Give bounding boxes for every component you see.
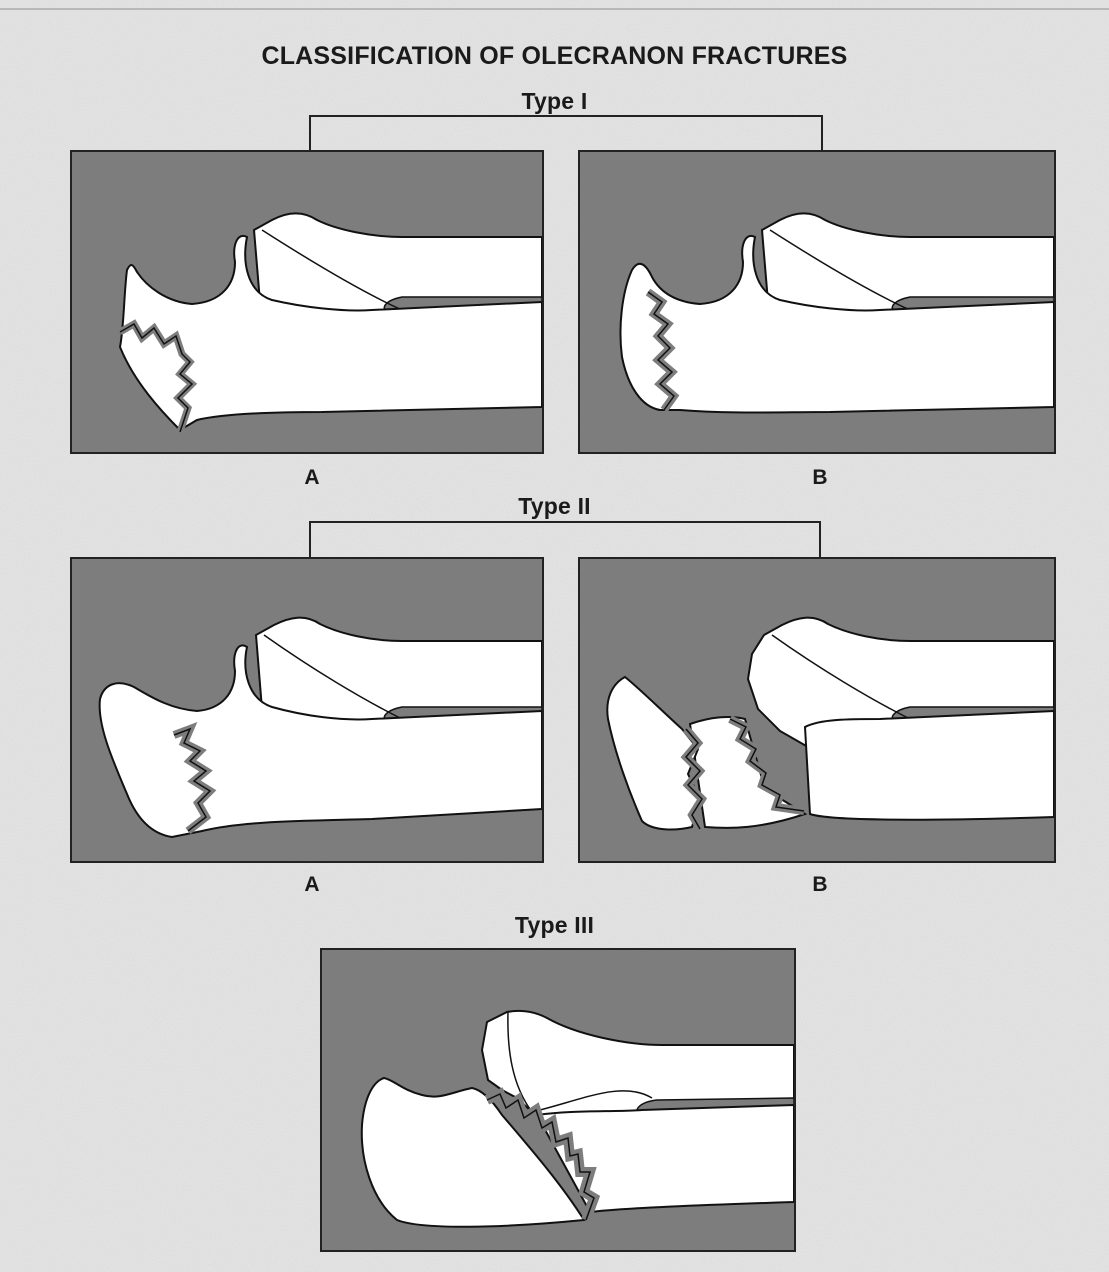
type-1-label: Type I [0,88,1109,115]
panel-type-1a [70,150,544,454]
page-top-rule [0,8,1109,10]
ulna-shaft [805,711,1054,820]
panel-type-3 [320,948,796,1252]
figure-title: CLASSIFICATION OF OLECRANON FRACTURES [0,42,1109,71]
panel-type-1b-label: B [800,466,840,490]
type-1-bracket [309,115,823,151]
panel-type-2a-label: A [292,873,332,897]
type-2-bracket [309,521,821,558]
panel-type-1a-label: A [292,466,332,490]
type-2-label: Type II [0,493,1109,520]
type-3-label: Type III [0,912,1109,939]
panel-type-2b-label: B [800,873,840,897]
panel-type-2a [70,557,544,863]
panel-type-1b [578,150,1056,454]
panel-type-2b [578,557,1056,863]
